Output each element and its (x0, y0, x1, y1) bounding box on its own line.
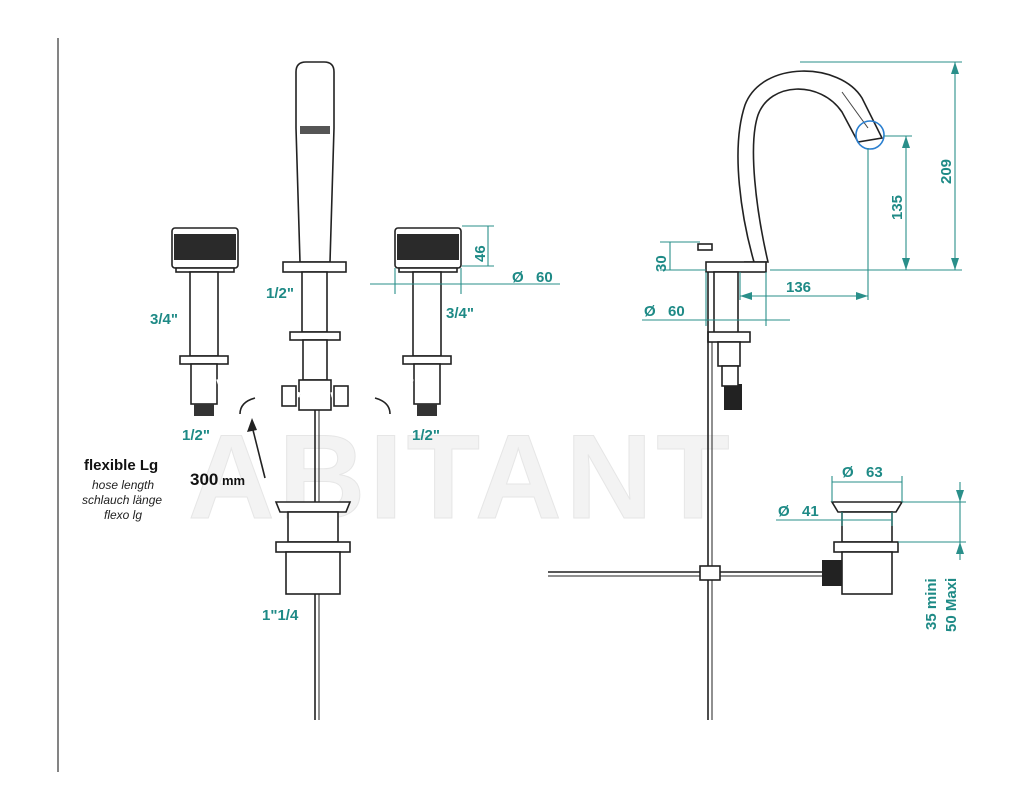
left-valve-end (194, 404, 214, 416)
side-lever (697, 243, 713, 251)
side-view: 209 135 30 136 Ø 60 Ø 63 Ø (548, 61, 966, 720)
curved-spout (737, 70, 884, 263)
left-hose-nut (281, 385, 297, 407)
dim-60-front-label: 60 (536, 269, 553, 286)
dim-63-label: 63 (866, 464, 883, 481)
hose-length-en: hose length (92, 478, 154, 492)
hose-title: flexible Lg (84, 457, 158, 474)
dim-209-arrow-top (951, 62, 959, 74)
dim-136-label: 136 (786, 279, 811, 296)
spout-base (282, 261, 347, 273)
side-valve-end (724, 384, 742, 410)
hose-value: 300 (190, 470, 218, 489)
dim-60-side-symbol: Ø (644, 303, 656, 320)
side-waste-tail (841, 551, 893, 595)
spout-body (295, 61, 335, 263)
left-valve-nut (179, 355, 229, 365)
hose-length-fr: flexo lg (104, 508, 142, 522)
dim-thick-min: 35 mini (923, 578, 940, 630)
outlet-marker (855, 120, 885, 150)
hose-length-de: schlauch länge (82, 493, 162, 507)
side-waste-flange (830, 501, 904, 513)
spout-connector (302, 339, 328, 381)
spout-nut (289, 331, 341, 341)
dim-60-side-label: 60 (668, 303, 685, 320)
side-nut (707, 331, 751, 343)
dim-209-arrow-bottom (951, 258, 959, 270)
right-hose-elbow (374, 397, 391, 415)
thread-left-top: 3/4" (150, 311, 178, 328)
right-valve-body (412, 271, 442, 357)
waste-lever-clamp (699, 565, 721, 581)
waste-thread-label: 1"1/4 (262, 607, 299, 624)
dim-135-arrow-top (902, 136, 910, 148)
thread-right-bottom: 1/2" (412, 427, 440, 444)
dim-30-label: 30 (653, 255, 670, 272)
front-view: 46 Ø 60 3/4" 1/2" 3/4" 1/2" 1/2" 1"1/4 f… (82, 61, 560, 720)
hose-arrow (251, 425, 266, 479)
side-valve-neck (721, 365, 739, 387)
side-waste-port (822, 560, 842, 586)
thread-right-top: 3/4" (446, 305, 474, 322)
dim-thick-max: 50 Maxi (943, 578, 960, 632)
watermark: ABITANT (188, 410, 734, 544)
dim-135-label: 135 (889, 195, 906, 220)
dim-136-arrow-right (856, 292, 868, 300)
waste-nut (275, 541, 351, 553)
side-waste-nut (833, 541, 899, 553)
left-hose-elbow (239, 397, 256, 415)
hose-unit: mm (222, 473, 245, 488)
dim-46-label: 46 (472, 245, 489, 262)
left-valve-tail (190, 363, 218, 405)
thread-spout: 1/2" (266, 285, 294, 302)
side-waste-body (841, 511, 893, 543)
dim-209-label: 209 (938, 159, 955, 184)
spout-aerator (300, 126, 330, 134)
dim-41-symbol: Ø (778, 503, 790, 520)
spout-stem (301, 271, 328, 333)
dim-thick-arrow-top (956, 490, 964, 502)
dim-63-symbol: Ø (842, 464, 854, 481)
waste-tail (285, 551, 341, 595)
right-handle-grip (397, 234, 459, 260)
tee-fitting (298, 379, 332, 411)
right-valve-tail (413, 363, 441, 405)
side-base (705, 261, 767, 273)
dim-thick-arrow-bottom (956, 542, 964, 554)
dim-135-arrow-bottom (902, 258, 910, 270)
left-handle-grip (174, 234, 236, 260)
dim-136-arrow-left (740, 292, 752, 300)
right-valve-end (417, 404, 437, 416)
dim-41-label: 41 (802, 503, 819, 520)
thread-left-bottom: 1/2" (182, 427, 210, 444)
waste-flange (274, 501, 352, 513)
side-stem (713, 271, 739, 341)
right-valve-nut (402, 355, 452, 365)
side-connector (717, 341, 741, 367)
left-valve-body (189, 271, 219, 357)
hose-arrowhead (247, 418, 257, 432)
right-hose-nut (333, 385, 349, 407)
dim-60-front-symbol: Ø (512, 269, 524, 286)
waste-body (287, 511, 339, 543)
